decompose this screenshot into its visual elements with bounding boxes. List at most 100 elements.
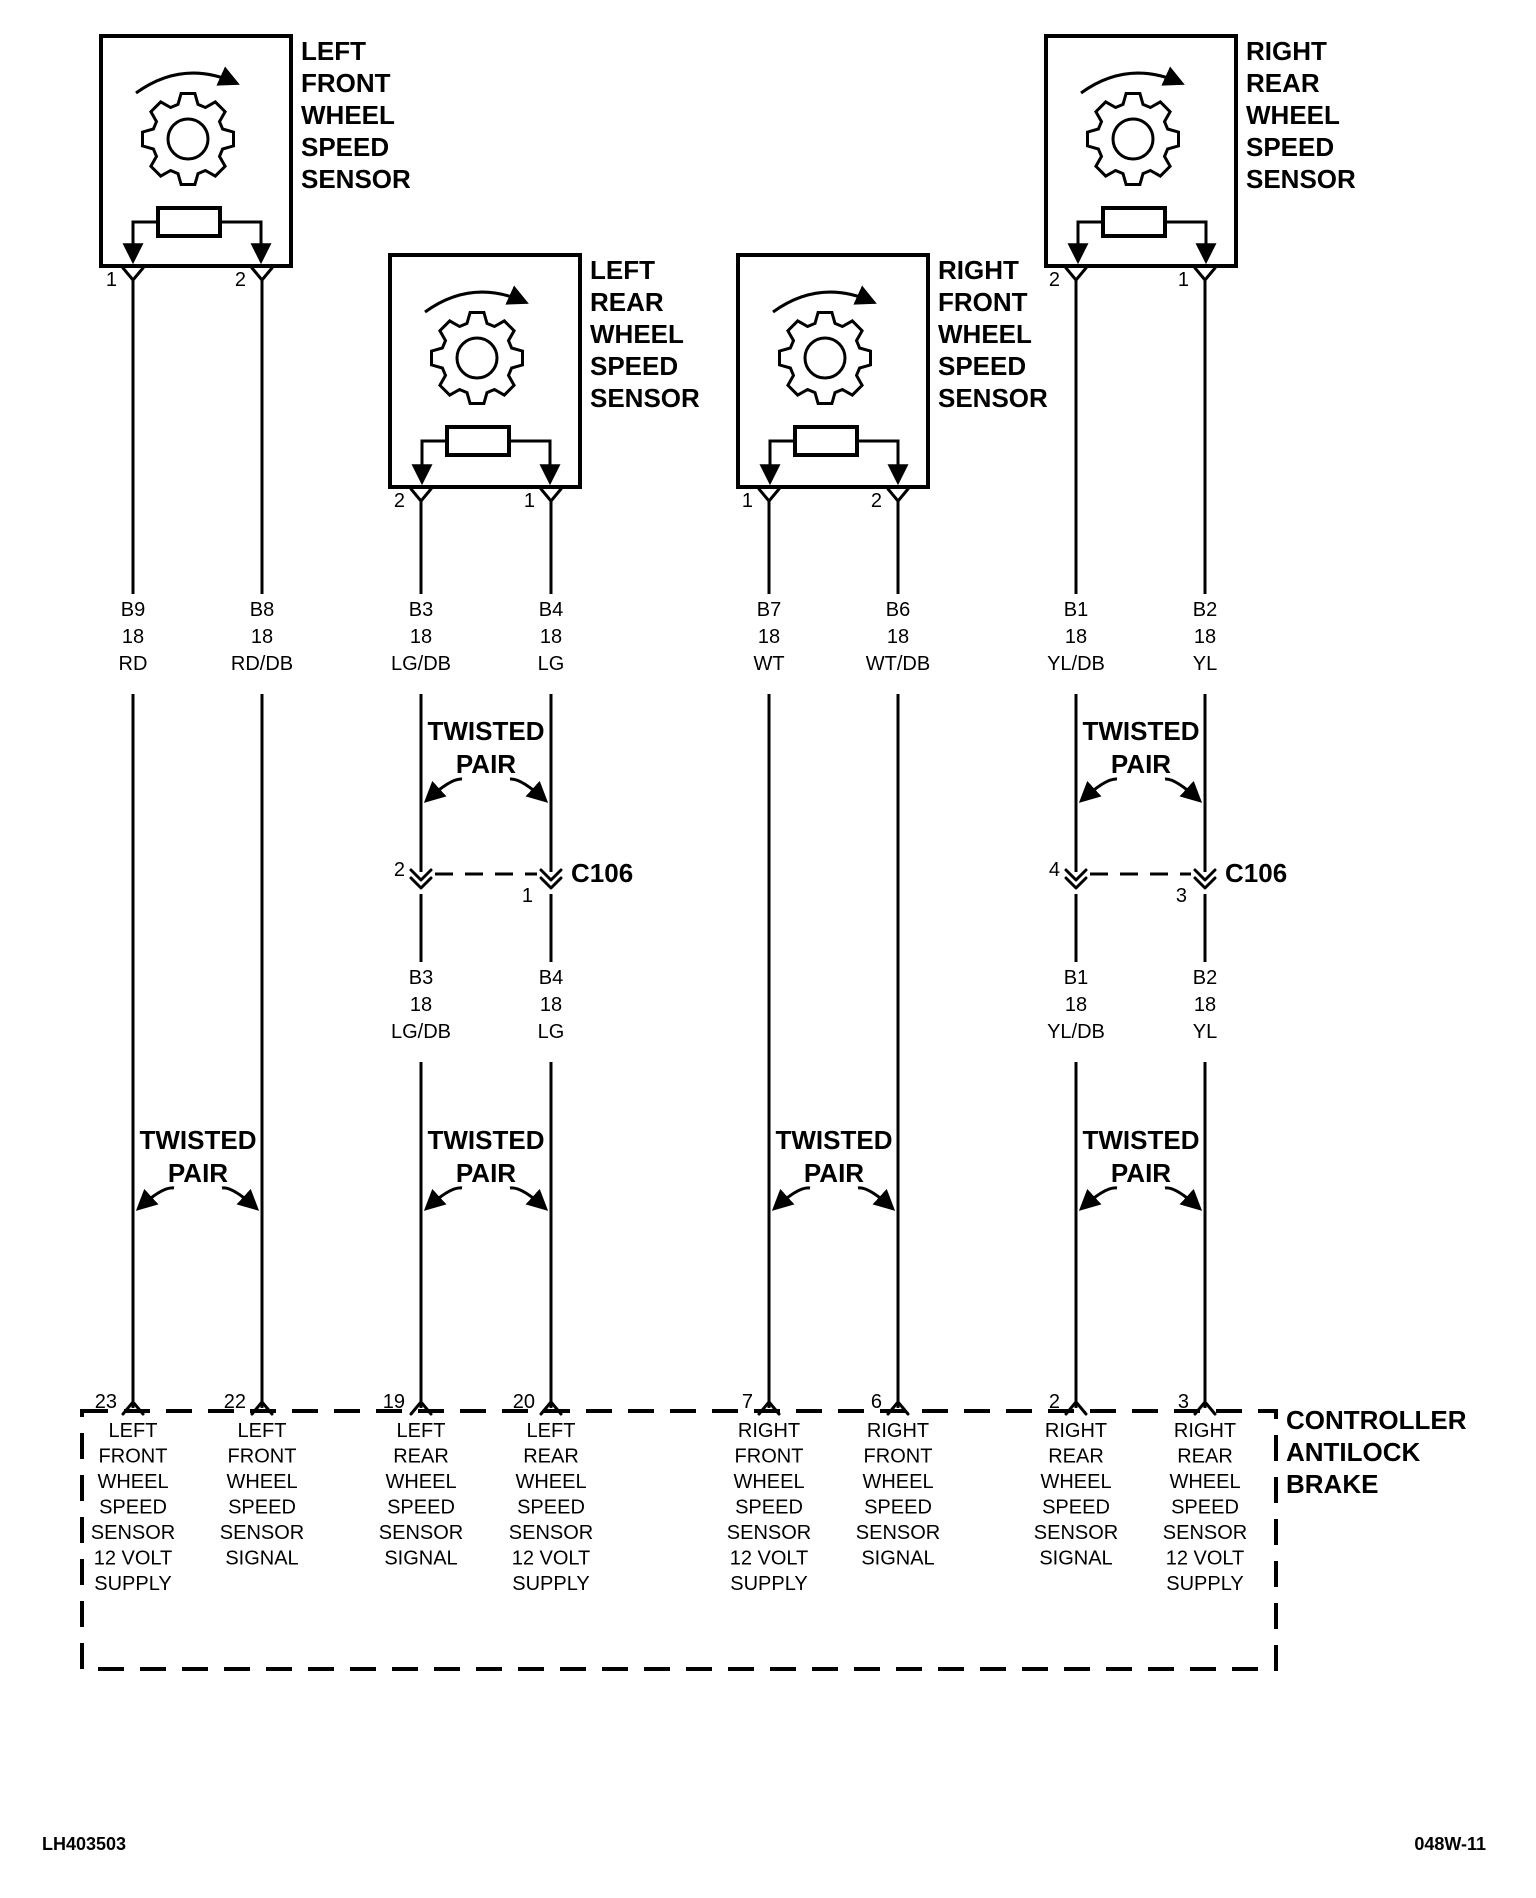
controller-pin-number: 7 — [742, 1391, 753, 1413]
sensor-label: WHEEL — [590, 319, 684, 349]
pin-terminal — [757, 487, 781, 503]
twisted-pair-label: TWISTED — [1083, 716, 1200, 746]
controller-pin-label: SENSOR — [1163, 1522, 1247, 1544]
twisted-pair-label: TWISTED — [428, 716, 545, 746]
controller-pin-label: WHEEL — [226, 1471, 297, 1493]
controller-pin-label: SENSOR — [509, 1522, 593, 1544]
controller-pin-number: 20 — [513, 1391, 535, 1413]
wire-label: B7 — [757, 599, 781, 621]
wire-label: RD — [119, 653, 148, 675]
sensor-label: WHEEL — [301, 100, 395, 130]
twisted-pair-arrow-icon — [1164, 777, 1203, 803]
controller-pin-label: SIGNAL — [225, 1548, 298, 1570]
sensor-pin-number: 1 — [1178, 269, 1189, 291]
twisted-pair-arrow-icon — [221, 1186, 260, 1211]
internal-lead — [220, 220, 272, 265]
footer-left-id: LH403503 — [42, 1834, 126, 1854]
controller-pin-label: WHEEL — [733, 1471, 804, 1493]
controller-pin-label: RIGHT — [1174, 1420, 1236, 1442]
connector-pin-number: 1 — [522, 885, 533, 907]
twisted-pair-label: TWISTED — [140, 1125, 257, 1155]
controller-pin-label: 12 VOLT — [730, 1548, 809, 1570]
controller-pin-label: WHEEL — [862, 1471, 933, 1493]
controller-pin-label: SPEED — [517, 1497, 585, 1519]
sensor-label: SPEED — [301, 132, 389, 162]
internal-lead — [1165, 220, 1217, 265]
connector-pin-number: 2 — [394, 859, 405, 881]
connector-pin-number: 3 — [1176, 885, 1187, 907]
internal-lead — [509, 439, 561, 486]
wire-label: B8 — [250, 599, 274, 621]
controller-label: CONTROLLER — [1286, 1405, 1467, 1435]
rotation-arrow-icon — [772, 285, 877, 314]
wire-label: B4 — [539, 967, 563, 989]
twisted-pair-label: TWISTED — [428, 1125, 545, 1155]
sensor-pin-number: 2 — [394, 490, 405, 512]
sensor-label: RIGHT — [1246, 36, 1327, 66]
controller-pin-label: SPEED — [1042, 1497, 1110, 1519]
controller-pin-label: SENSOR — [727, 1522, 811, 1544]
resistor-icon — [1101, 206, 1167, 238]
wire-label: 18 — [410, 626, 432, 648]
sensor-label: SENSOR — [1246, 164, 1356, 194]
wire-label: YL/DB — [1047, 1021, 1105, 1043]
wire-label: B1 — [1064, 967, 1088, 989]
controller-pin-label: WHEEL — [1169, 1471, 1240, 1493]
resistor-icon — [793, 425, 859, 457]
controller-pin-label: RIGHT — [1045, 1420, 1107, 1442]
connector-pin — [1193, 868, 1217, 882]
connector-pin — [1193, 876, 1217, 890]
controller-pin-label: REAR — [523, 1446, 579, 1468]
wire-label: WT/DB — [866, 653, 930, 675]
rotation-arrow-icon — [424, 285, 529, 314]
connector-pin — [409, 868, 433, 882]
controller-pin-label: REAR — [1048, 1446, 1104, 1468]
controller-pin-label: REAR — [1177, 1446, 1233, 1468]
sensor-label: SPEED — [1246, 132, 1334, 162]
twisted-pair-arrow-icon — [1078, 1186, 1118, 1211]
controller-pin-number: 3 — [1178, 1391, 1189, 1413]
internal-lead — [759, 439, 795, 486]
wire-label: B6 — [886, 599, 910, 621]
wire-label: 18 — [1194, 626, 1216, 648]
twisted-pair-label: PAIR — [456, 1158, 516, 1188]
pin-terminal — [409, 487, 433, 503]
controller-pin-label: RIGHT — [738, 1420, 800, 1442]
wire-label: B3 — [409, 599, 433, 621]
pin-terminal — [121, 266, 145, 282]
internal-lead — [1067, 220, 1103, 265]
controller-box — [80, 1409, 1278, 1671]
controller-pin-label: WHEEL — [97, 1471, 168, 1493]
wire-label: 18 — [887, 626, 909, 648]
sensor-label: SPEED — [590, 351, 678, 381]
controller-pin-label: SPEED — [864, 1497, 932, 1519]
sensor-pin-number: 1 — [742, 490, 753, 512]
wire-label: YL/DB — [1047, 653, 1105, 675]
footer-right-id: 048W-11 — [1414, 1834, 1486, 1854]
connector-pin — [409, 876, 433, 890]
wire-label: 18 — [251, 626, 273, 648]
sensor-label: LEFT — [301, 36, 366, 66]
rotation-arrow-icon — [135, 66, 240, 95]
wire-label: LG/DB — [391, 653, 451, 675]
gear-hub-icon — [455, 336, 499, 380]
controller-pin-label: SUPPLY — [512, 1573, 589, 1595]
gear-hub-icon — [803, 336, 847, 380]
pin-terminal — [250, 266, 274, 282]
sensor-label: SENSOR — [301, 164, 411, 194]
sensor-label: FRONT — [301, 68, 391, 98]
controller-pin-label: SENSOR — [220, 1522, 304, 1544]
controller-pin-label: SENSOR — [379, 1522, 463, 1544]
controller-pin-label: SPEED — [228, 1497, 296, 1519]
twisted-pair-arrow-icon — [423, 1186, 463, 1211]
twisted-pair-label: PAIR — [456, 749, 516, 779]
controller-pin-label: SIGNAL — [861, 1548, 934, 1570]
controller-pin-label: LEFT — [109, 1420, 158, 1442]
sensor-label: SENSOR — [590, 383, 700, 413]
controller-pin-label: WHEEL — [1040, 1471, 1111, 1493]
